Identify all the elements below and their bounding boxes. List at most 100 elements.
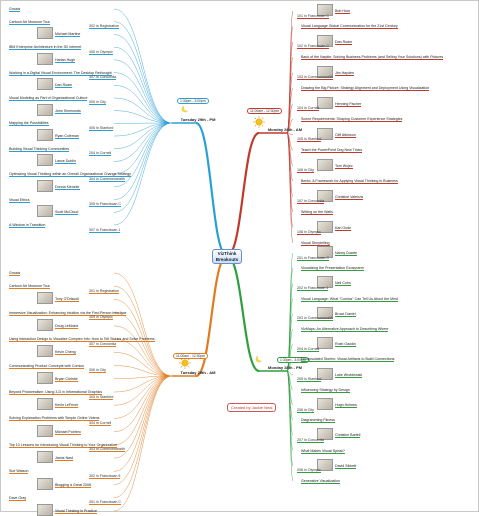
- session-title[interactable]: Building Visual Thinking Communities: [9, 147, 69, 152]
- session-title[interactable]: Visual Language Global Communication for…: [301, 24, 398, 29]
- speaker-name[interactable]: Tom Wujec: [335, 164, 353, 169]
- speaker-name[interactable]: John Simmonds: [55, 109, 81, 114]
- room-label: 207 in Concordia: [297, 438, 324, 443]
- session-title[interactable]: VizMaps: An Alternative Approach to Desc…: [301, 327, 388, 332]
- session-title[interactable]: Back of the Napkin: Solving Business Pro…: [301, 55, 443, 60]
- item-connector: [114, 376, 172, 498]
- speaker-name[interactable]: Jim Hayden: [335, 71, 354, 76]
- speaker-photo: [37, 398, 53, 410]
- speaker-photo: [37, 451, 53, 463]
- room-label: 205 in Stanford: [297, 377, 321, 382]
- speaker-name[interactable]: David Sibbett: [335, 464, 356, 469]
- speaker-name[interactable]: Jamie Nast: [55, 456, 73, 461]
- session-title[interactable]: Teach the PowerPoint Dog New Tricks: [301, 148, 362, 153]
- branch-title[interactable]: Monday 28th - AM: [261, 127, 309, 132]
- session-title[interactable]: Visual Ethics: [9, 198, 30, 203]
- speaker-name[interactable]: Cliff Atkinson: [335, 133, 356, 138]
- room-label: 202 in Franciscan 1: [297, 286, 328, 291]
- speaker-name[interactable]: Christine Valenza: [335, 195, 363, 200]
- session-title[interactable]: What Makes Visual Speak?: [301, 449, 345, 454]
- session-title[interactable]: Visualizing the Presentation Ecosystem: [301, 266, 364, 271]
- speaker-photo: [37, 154, 53, 166]
- session-title[interactable]: Generative Visualization: [301, 479, 340, 484]
- speaker-name[interactable]: Rosh Gaudin: [335, 342, 356, 347]
- item-connector: [114, 34, 172, 123]
- session-title[interactable]: IBM Enterprise Architecture in the 3D In…: [9, 45, 81, 50]
- speaker-name[interactable]: Blogging a Great 2008: [55, 483, 91, 488]
- room-label: 302 in Registration: [89, 24, 119, 29]
- session-title[interactable]: Visual Modeling as Part of Organizationa…: [9, 96, 87, 101]
- speaker-photo: [37, 129, 53, 141]
- item-connector: [114, 123, 172, 212]
- speaker-photo: [37, 504, 53, 516]
- speaker-name[interactable]: Neil Cohn: [335, 281, 351, 286]
- speaker-name[interactable]: Henning Fischer: [335, 102, 361, 107]
- session-time-badge: 1:30pm - 3:00pm: [177, 98, 209, 104]
- speaker-name[interactable]: Bryan Christie: [55, 377, 78, 382]
- speaker-photo: [37, 319, 53, 331]
- branch-title[interactable]: Monday 28th - PM: [261, 365, 309, 370]
- speaker-name[interactable]: Scott McCloud: [55, 210, 78, 215]
- speaker-photo: [37, 205, 53, 217]
- speaker-name[interactable]: Tony O'Driscoll: [55, 297, 79, 302]
- item-connector: [114, 9, 172, 123]
- speaker-name[interactable]: Harlan Hugh: [55, 58, 75, 63]
- room-label: 407 in Concordia: [89, 75, 116, 80]
- room-label: 305 in Franciscan C: [89, 202, 121, 207]
- speaker-name[interactable]: Christine Barteli: [335, 433, 360, 438]
- speaker-name[interactable]: Bruce Daniel: [335, 312, 356, 317]
- speaker-name[interactable]: Donna Kienzler: [55, 185, 80, 190]
- session-title[interactable]: Cartoon Art Museum Tour: [9, 20, 50, 25]
- session-title[interactable]: A Window in Transition: [9, 223, 45, 228]
- speaker-name[interactable]: Nancy Duarte: [335, 251, 357, 256]
- session-title[interactable]: Cartoon Art Museum Tour: [9, 284, 50, 289]
- branch-title[interactable]: Tuesday 29th - PM: [174, 117, 222, 122]
- session-title[interactable]: Using Interaction Design to Visualize Co…: [9, 337, 155, 342]
- central-topic[interactable]: VizThink Breakouts: [212, 249, 242, 264]
- session-title[interactable]: Mapping the Possibilities: [9, 121, 49, 126]
- speaker-name[interactable]: Luke Wroblewski: [335, 373, 362, 378]
- speaker-name[interactable]: Michael Poiriero: [55, 430, 81, 435]
- room-label: 102 in Franciscan C: [297, 44, 329, 49]
- item-connector: [114, 376, 172, 418]
- speaker-name[interactable]: Gnosis: [9, 7, 20, 12]
- speaker-name[interactable]: Dan Roam: [55, 83, 72, 88]
- session-title[interactable]: Dave Gray: [9, 496, 26, 501]
- room-label: 304 in Cornell: [89, 421, 111, 426]
- session-title[interactable]: Visual Language: What "Comics" Can Tell …: [301, 297, 398, 302]
- session-title[interactable]: Solving Explanation Problems with Simple…: [9, 416, 99, 421]
- speaker-name[interactable]: Kevin LeFever: [55, 403, 78, 408]
- speaker-name[interactable]: Ryan Coleman: [55, 134, 79, 139]
- room-label: 305 in Stanford: [89, 395, 113, 400]
- speaker-photo: [37, 345, 53, 357]
- room-label: 307 in Franciscan 1: [89, 228, 120, 233]
- session-title[interactable]: Sue Watson: [9, 469, 28, 474]
- branch-title[interactable]: Tuesday 29th - AM: [174, 370, 222, 375]
- session-title[interactable]: Writing on the Walls: [301, 210, 333, 215]
- speaker-name[interactable]: Karl Gude: [335, 226, 351, 231]
- session-title[interactable]: Drawing the Big Picture: Strategy Alignm…: [301, 86, 429, 91]
- speaker-name[interactable]: Hugh Holmes: [335, 403, 357, 408]
- room-label: 106 in City: [297, 168, 314, 173]
- session-title[interactable]: Influencing Strategy by Design: [301, 388, 350, 393]
- item-connector: [114, 123, 172, 174]
- speaker-name[interactable]: Kevin Cheng: [55, 350, 76, 355]
- room-label: 307 in Concordia: [89, 342, 116, 347]
- session-title[interactable]: Encapsulated Stories: Visual Artifacts t…: [301, 357, 394, 362]
- branch-connector: [227, 133, 259, 256]
- speaker-name[interactable]: Dan Roam: [335, 40, 352, 45]
- session-title[interactable]: Communicating Product Concepts with Comi…: [9, 364, 84, 369]
- speaker-name[interactable]: Doug LeMoine: [55, 324, 78, 329]
- item-connector: [114, 326, 172, 376]
- session-title[interactable]: Scene Requirements: Shaping Customer Exp…: [301, 117, 402, 122]
- speaker-name[interactable]: Bob Horn: [335, 9, 350, 14]
- speaker-name[interactable]: Gnosis: [9, 271, 20, 276]
- session-title[interactable]: Diagramming Fitness: [301, 418, 335, 423]
- speaker-photo: [37, 104, 53, 116]
- speaker-name[interactable]: Michael Martine: [55, 32, 80, 37]
- session-title[interactable]: Bento: A Framework for Applying Visual T…: [301, 179, 398, 184]
- room-label: 204 in Cornell: [297, 347, 319, 352]
- speaker-name[interactable]: Lance Dublin: [55, 159, 76, 164]
- item-connector: [114, 376, 172, 511]
